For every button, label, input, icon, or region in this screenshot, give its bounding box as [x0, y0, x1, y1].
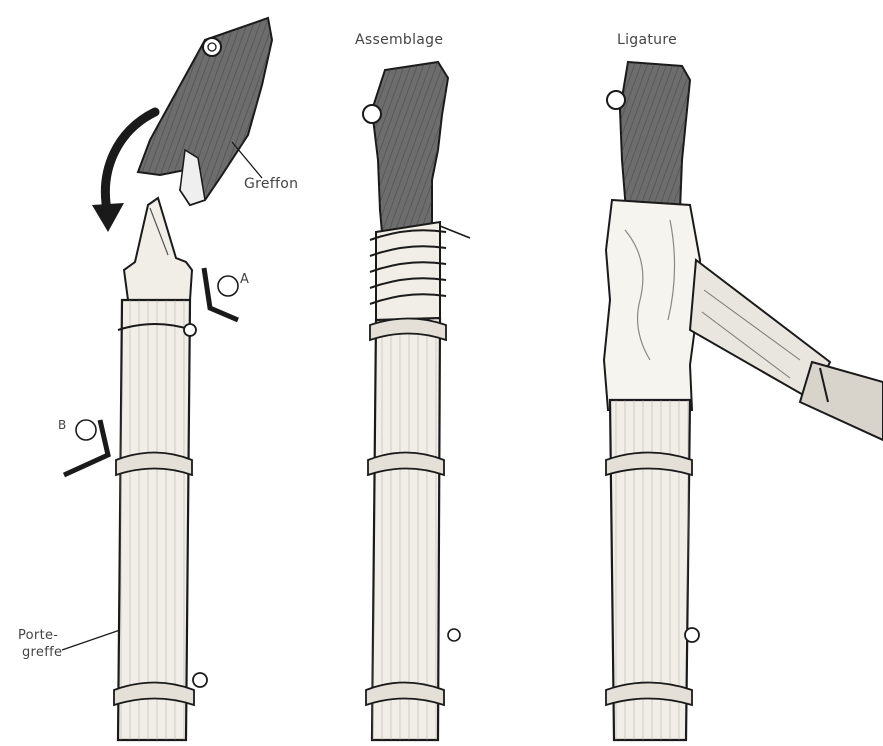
rootstock-stem — [62, 142, 262, 740]
label-mark-b: B — [58, 418, 67, 432]
label-porte-greffe-1: Porte- — [18, 628, 58, 643]
brush-tool-icon — [690, 260, 883, 440]
label-porte-greffe-2: greffe — [22, 645, 62, 660]
label-ligature: Ligature — [617, 32, 677, 48]
panel-assembled — [363, 62, 470, 740]
panel-ligature — [604, 62, 883, 740]
label-mark-a: A — [240, 272, 249, 287]
panel-preparation — [62, 18, 272, 740]
label-assemblage: Assemblage — [355, 32, 443, 48]
label-greffon: Greffon — [244, 176, 298, 192]
binding-wraps — [370, 222, 470, 330]
